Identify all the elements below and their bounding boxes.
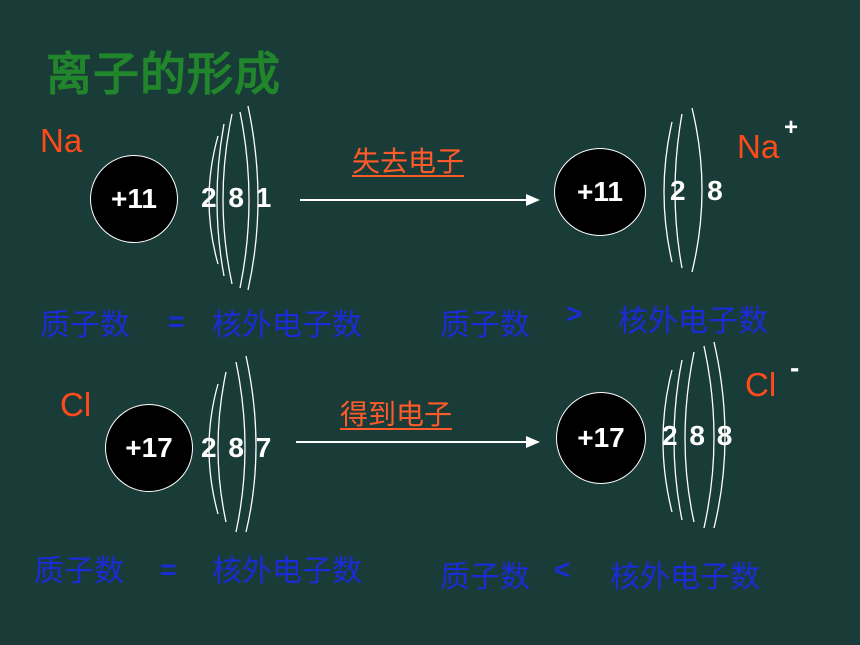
na-ion-relation-right: 核外电子数: [618, 304, 768, 339]
process-label-lose-electrons: 失去电子: [352, 145, 465, 178]
cl-atom-shell-2b: [245, 355, 257, 533]
na-ion-charge: +: [784, 114, 799, 141]
cl-ion-shell-3: [684, 351, 695, 523]
cl-atom-shell-1b: [217, 371, 227, 523]
cl-ion-relation-left: 质子数: [440, 560, 530, 595]
cl-ion-relation-op: <: [554, 554, 571, 585]
cl-atom-symbol: Cl: [60, 386, 92, 423]
na-ion-shell-3: [691, 107, 703, 273]
cl-ion-nucleus: +17: [556, 392, 646, 484]
na-ion-symbol: Na: [737, 128, 780, 165]
na-atom-relation-left: 质子数: [40, 308, 130, 343]
cl-ion-shell-5: [713, 341, 726, 529]
cl-ion-shell-1: [662, 369, 673, 513]
cl-atom-nucleus: +17: [105, 404, 193, 492]
na-ion-relation-left: 质子数: [440, 308, 530, 343]
cl-ion-shell-4: [703, 345, 715, 529]
cl-atom-shell-2: [235, 361, 246, 533]
na-atom-nucleus: +11: [90, 155, 178, 243]
cl-ion-relation-right: 核外电子数: [610, 560, 760, 595]
na-ion-nucleus: +11: [554, 148, 646, 236]
cl-atom-relation-left: 质子数: [34, 554, 124, 589]
na-ion-shell-1: [663, 121, 673, 263]
na-ion-relation-op: >: [566, 298, 583, 329]
na-atom-shell-1: [208, 135, 219, 265]
cl-atom-relation-right: 核外电子数: [212, 554, 362, 589]
cl-atom-relation-op: =: [160, 554, 177, 585]
cl-ion-shell-2: [673, 359, 683, 521]
cl-ion-charge: -: [790, 352, 800, 383]
cl-ion-shell-electrons: 2 8 8: [662, 420, 735, 451]
na-atom-shell-2b: [239, 111, 250, 289]
na-ion-shell-2: [674, 113, 683, 269]
cl-atom-shell-electrons: 2 8 7: [201, 432, 274, 463]
na-atom-shell-2: [222, 113, 233, 285]
na-atom-symbol: Na: [40, 122, 83, 159]
na-atom-relation-op: =: [168, 306, 185, 337]
arrow-cl-head: [526, 436, 540, 448]
na-atom-shell-electrons: 2 8 1: [201, 182, 274, 213]
na-atom-shell-3: [247, 105, 259, 291]
na-ion-shell-electrons: 2 8: [670, 175, 725, 206]
na-atom-relation-right: 核外电子数: [212, 308, 362, 343]
cl-atom-shell-1: [208, 383, 219, 515]
process-label-gain-electrons: 得到电子: [340, 398, 453, 431]
na-atom-shell-1b: [216, 123, 225, 277]
arrow-na-head: [526, 194, 540, 206]
slide-title: 离子的形成: [46, 47, 281, 101]
cl-ion-symbol: Cl: [745, 366, 777, 403]
